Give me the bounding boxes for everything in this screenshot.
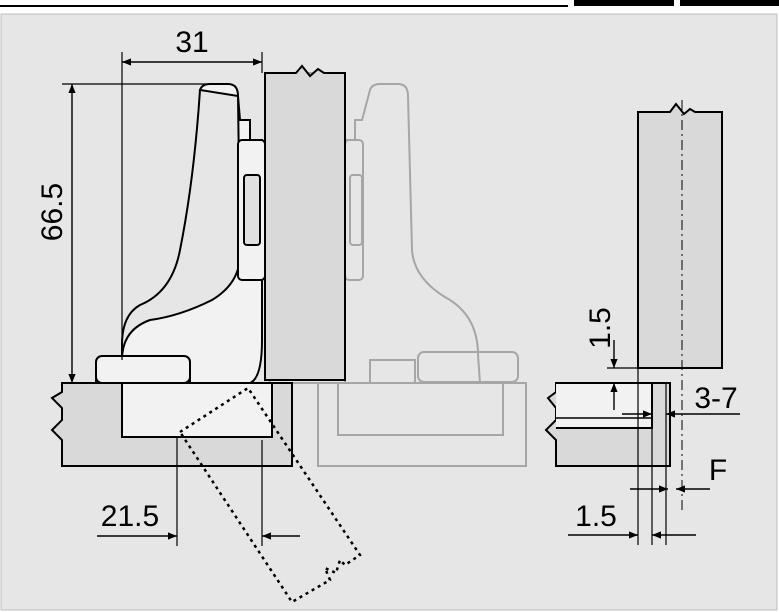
top-frame [0,0,779,8]
label-overlay: 3-7 [694,382,737,415]
dimension-21-5: 21.5 [97,437,300,546]
door-panel [264,64,346,381]
label-f: F [709,454,727,487]
dimension-gap-horizontal: 1.5 [568,500,696,539]
tab-right [680,0,779,6]
hinge-view: 31 66.5 21.5 [36,26,527,604]
ghost-mount-plate [417,351,519,383]
dimension-f: F [630,368,727,545]
mounting-plate [95,355,191,384]
side-view: 1.5 3-7 F 1.5 [544,100,740,545]
hinge-body [95,83,263,384]
dimension-gap-vertical: 1.5 [584,307,640,410]
dimension-overlay: 3-7 [622,382,740,545]
side-door-panel [637,102,723,369]
label-66-5: 66.5 [36,183,69,241]
label-gap-vertical: 1.5 [584,307,617,349]
label-21-5: 21.5 [101,500,159,533]
label-gap-horizontal: 1.5 [575,500,617,533]
label-31: 31 [175,26,208,59]
dimension-66-5: 66.5 [36,83,210,384]
dimension-31: 31 [121,26,263,360]
tab-left [574,0,674,6]
